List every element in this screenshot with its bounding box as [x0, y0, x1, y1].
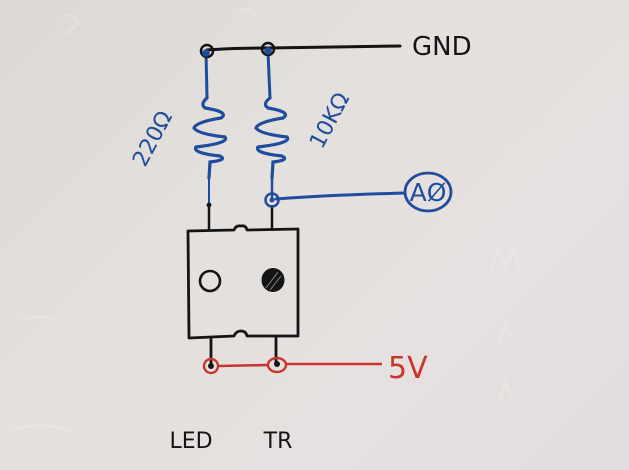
led-junction-small [206, 202, 212, 208]
a0-label: AØ [410, 178, 447, 207]
a0-label-circle [403, 171, 453, 213]
gnd-junction-left-dot [202, 49, 210, 57]
sensor-module-body [186, 224, 300, 340]
supply-junction-left [202, 357, 220, 375]
supply-junction-right [266, 356, 288, 374]
supply-label: 5V [388, 351, 428, 386]
phototransistor-hatch [265, 271, 282, 291]
led-pin-label: LED [169, 429, 212, 454]
supply-wire [217, 362, 382, 368]
supply-junction-left-dot [208, 363, 214, 369]
ghost-writing [9, 7, 522, 432]
resistor-220-lead-top [204, 51, 209, 99]
tr-pin-label: TR [263, 429, 293, 454]
gnd-wire [205, 44, 402, 52]
resistor-10k-label: 10KΩ [305, 89, 355, 153]
gnd-junction-right-dot [264, 47, 272, 55]
resistor-10k-zigzag [254, 96, 290, 180]
supply-junction-right-dot [274, 361, 280, 367]
a0-signal-wire [274, 191, 407, 201]
gnd-junction-left [199, 43, 215, 59]
phototransistor-marker [261, 268, 285, 292]
led-emitter-marker [198, 269, 222, 293]
a0-junction [264, 192, 280, 208]
gnd-label: GND [412, 32, 472, 62]
resistor-10k-lead-top [266, 51, 272, 99]
a0-junction-dot [269, 197, 275, 203]
resistor-220-label: 220Ω [128, 107, 178, 171]
resistor-220-zigzag [192, 96, 228, 180]
gnd-junction-right [260, 41, 276, 57]
